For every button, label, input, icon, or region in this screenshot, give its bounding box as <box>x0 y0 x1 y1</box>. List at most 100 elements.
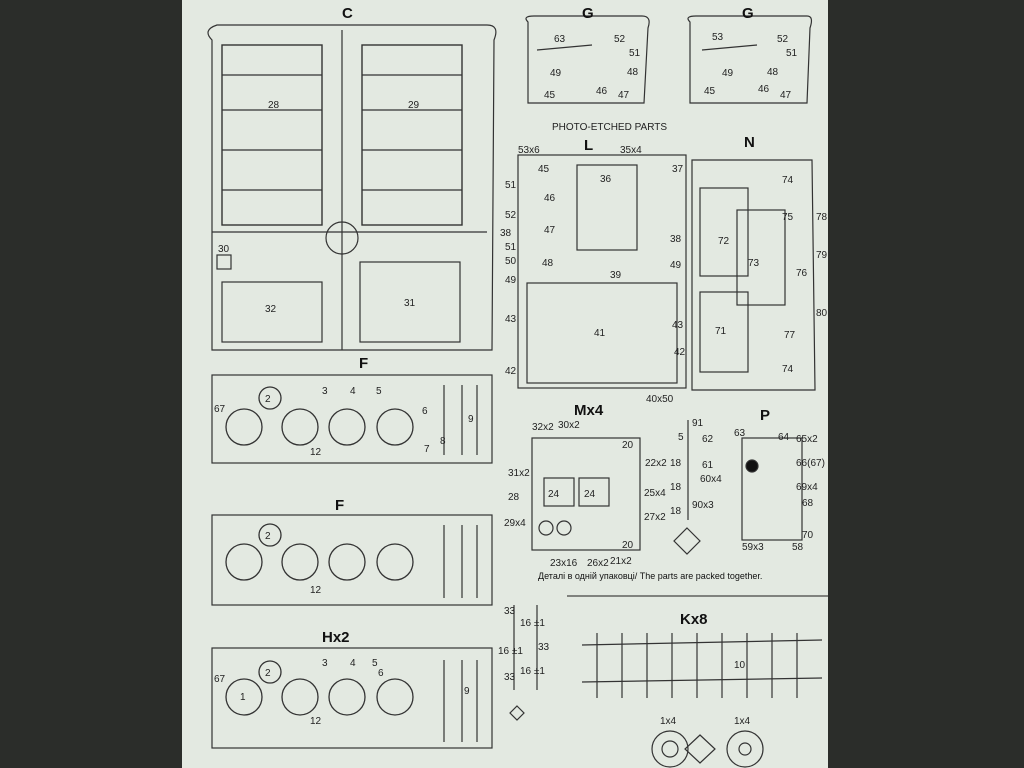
part-label: 2 <box>265 668 271 679</box>
dim-label: 5 <box>678 432 684 443</box>
part-label: 47 <box>544 225 556 236</box>
part-label: 49 <box>722 68 734 79</box>
part-label: 74 <box>782 175 794 186</box>
part-label: 5 <box>372 658 378 669</box>
part-label: 48 <box>767 67 779 78</box>
part-label: 51 <box>505 242 517 253</box>
part-label: 73 <box>748 258 760 269</box>
part-label: 25x4 <box>644 488 666 499</box>
part-label: 48 <box>542 258 554 269</box>
part-label: 31x2 <box>508 468 530 479</box>
part-label: 21x2 <box>610 556 632 567</box>
qty-label: 1x4 <box>660 716 677 727</box>
dim-label: 33 <box>504 606 516 617</box>
qty-label: 1x4 <box>734 716 751 727</box>
part-label: 26x2 <box>587 558 609 569</box>
part-label: 39 <box>610 270 622 281</box>
sprue-c-title: C <box>342 5 353 22</box>
part-label: 63 <box>734 428 746 439</box>
part-label: 45 <box>538 164 550 175</box>
part-label: 80 <box>816 308 828 319</box>
instruction-sheet: C G G PHOTO-ETCHED PARTS L N F F Hx2 Mx4… <box>182 0 828 768</box>
part-label: 60x4 <box>700 474 722 485</box>
part-label: 4 <box>350 658 356 669</box>
part-label: 12 <box>310 716 322 727</box>
part-label: 45 <box>704 86 716 97</box>
part-label: 49 <box>670 260 682 271</box>
photo-etch-l <box>517 154 687 389</box>
part-label: 24 <box>548 489 560 500</box>
part-label: 47 <box>780 90 792 101</box>
sprue-p-title: P <box>760 407 770 424</box>
part-label: 28 <box>268 100 280 111</box>
part-label: 7 <box>424 444 430 455</box>
part-label: 52 <box>505 210 517 221</box>
sprue-f-top <box>211 374 493 464</box>
part-label: 4 <box>350 386 356 397</box>
parts-diagram: C G G PHOTO-ETCHED PARTS L N F F Hx2 Mx4… <box>207 5 828 768</box>
dim-label: 18 <box>670 506 682 517</box>
dim-label: 91 <box>692 418 704 429</box>
part-label: 51 <box>505 180 517 191</box>
part-label: 72 <box>718 236 730 247</box>
part-label: 43 <box>672 320 684 331</box>
sprue-h-title: Hx2 <box>322 629 350 646</box>
part-label: 28 <box>508 492 520 503</box>
sprue-k-title: Kx8 <box>680 611 708 628</box>
part-label: 12 <box>310 447 322 458</box>
part-label: 51 <box>786 48 798 59</box>
part-label: 68 <box>802 498 814 509</box>
part-label: 27x2 <box>644 512 666 523</box>
part-label: 37 <box>672 164 684 175</box>
part-label: 67 <box>214 674 226 685</box>
dim-label: 18 <box>670 458 682 469</box>
sprue-g-left <box>525 15 650 104</box>
part-label: 53 <box>712 32 724 43</box>
dim-label: 18 <box>670 482 682 493</box>
part-label: 46 <box>596 86 608 97</box>
part-label: 2 <box>265 394 271 405</box>
part-label: 46 <box>758 84 770 95</box>
part-label: 43 <box>505 314 517 325</box>
sprue-c <box>207 24 497 351</box>
part-label: 47 <box>618 90 630 101</box>
part-label: 52 <box>777 34 789 45</box>
part-label: 40x50 <box>646 394 674 405</box>
sprue-f-top-title: F <box>359 355 368 372</box>
part-label: 31 <box>404 298 416 309</box>
part-label: 78 <box>816 212 828 223</box>
part-label: 1 <box>240 692 246 703</box>
part-label: 52 <box>614 34 626 45</box>
part-label: 12 <box>310 585 322 596</box>
sprue-g-left-title: G <box>582 5 594 22</box>
part-label: 61 <box>702 460 714 471</box>
part-label: 67 <box>214 404 226 415</box>
sprue-g-right <box>687 15 813 104</box>
part-label: 24 <box>584 489 596 500</box>
part-label: 6 <box>422 406 428 417</box>
sprue-p <box>741 437 803 541</box>
part-label: 42 <box>674 347 686 358</box>
part-label: 46 <box>544 193 556 204</box>
dim-label: 33 <box>504 672 516 683</box>
sprue-g-right-title: G <box>742 5 754 22</box>
part-label: 69x4 <box>796 482 818 493</box>
part-label: 76 <box>796 268 808 279</box>
part-label: 71 <box>715 326 727 337</box>
part-label: 51 <box>629 48 641 59</box>
part-label: 48 <box>627 67 639 78</box>
part-label: 29 <box>408 100 420 111</box>
part-label: 79 <box>816 250 828 261</box>
part-label: 22x2 <box>645 458 667 469</box>
part-label: 8 <box>440 436 446 447</box>
dim-label: 16 ±1 <box>520 618 545 629</box>
part-label: 20 <box>622 540 634 551</box>
part-label: 32x2 <box>532 422 554 433</box>
part-label: 70 <box>802 530 814 541</box>
sprue-m <box>531 437 641 551</box>
part-label: 42 <box>505 366 517 377</box>
photo-etch-l-title: L <box>584 137 593 154</box>
sprue-h <box>211 647 493 749</box>
part-label: 3 <box>322 386 328 397</box>
part-label: 5 <box>376 386 382 397</box>
